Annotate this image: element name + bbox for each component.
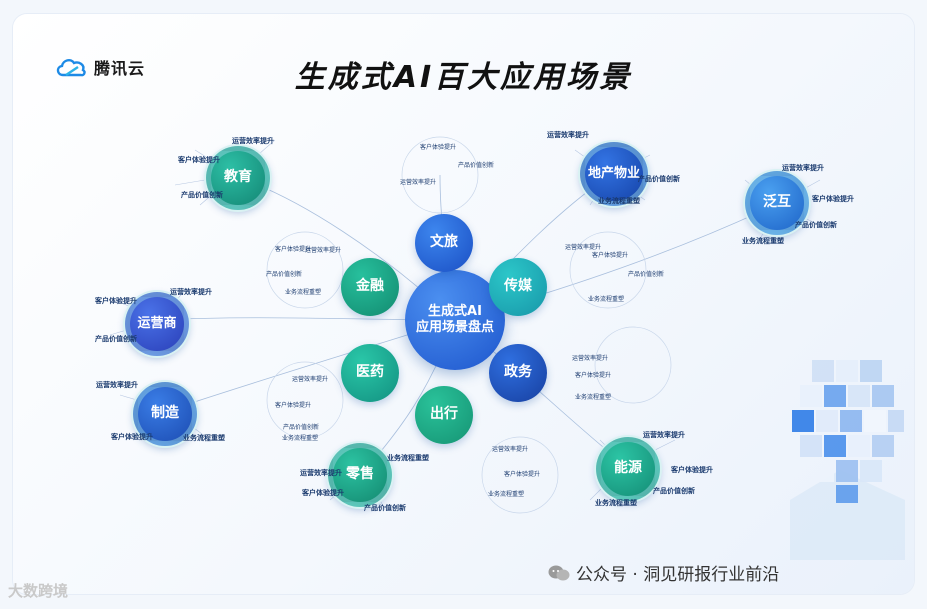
watermark: 大数跨境 bbox=[8, 580, 68, 601]
edu-branch-b: 客户体验提升 bbox=[178, 157, 220, 165]
edu-branch-a: 运营效率提升 bbox=[232, 138, 274, 146]
ret-branch-c: 产品价值创新 bbox=[364, 505, 406, 513]
med-branch-a: 运营效率提升 bbox=[292, 377, 328, 384]
gov-branch-b: 客户体验提升 bbox=[575, 373, 611, 380]
wl-branch-a: 客户体验提升 bbox=[420, 145, 456, 152]
int-branch-d: 业务流程重塑 bbox=[742, 238, 784, 246]
mfg-branch-b: 客户体验提升 bbox=[111, 434, 153, 442]
cube-decoration bbox=[790, 360, 905, 560]
fin-branch-c: 产品价值创新 bbox=[266, 272, 302, 279]
wechat-icon bbox=[548, 564, 570, 582]
med-branch-c: 产品价值创新 bbox=[283, 425, 319, 432]
tel-branch-c: 产品价值创新 bbox=[95, 336, 137, 344]
gov-branch-c: 业务流程重塑 bbox=[575, 395, 611, 402]
wl-branch-c: 产品价值创新 bbox=[458, 163, 494, 170]
eng-branch-c: 产品价值创新 bbox=[653, 488, 695, 496]
center-line2: 应用场景盘点 bbox=[416, 320, 494, 335]
footer-text: 公众号 · 洞见研报行业前沿 bbox=[576, 560, 779, 585]
node-nengyuan[interactable]: 能源 bbox=[596, 437, 660, 501]
mfg-branch-a: 运营效率提升 bbox=[96, 382, 138, 390]
int-branch-b: 客户体验提升 bbox=[812, 196, 854, 204]
node-zhengwu[interactable]: 政务 bbox=[489, 344, 547, 402]
node-yiyao[interactable]: 医药 bbox=[341, 344, 399, 402]
trv-branch-b: 客户体验提升 bbox=[504, 472, 540, 479]
eng-branch-a: 运营效率提升 bbox=[643, 432, 685, 440]
tel-branch-a: 运营效率提升 bbox=[170, 289, 212, 297]
mda-branch-d: 业务流程重塑 bbox=[588, 297, 624, 304]
node-jinrong[interactable]: 金融 bbox=[341, 258, 399, 316]
edu-branch-c: 产品价值创新 bbox=[181, 192, 223, 200]
footer: 公众号 · 洞见研报行业前沿 bbox=[548, 560, 779, 585]
ret-branch-d: 业务流程重塑 bbox=[387, 455, 429, 463]
fin-branch-d: 业务流程重塑 bbox=[285, 290, 321, 297]
re-branch-c: 业务流程重塑 bbox=[598, 198, 640, 206]
ret-branch-b: 客户体验提升 bbox=[302, 490, 344, 498]
trv-branch-c: 业务流程重塑 bbox=[488, 492, 524, 499]
med-branch-d: 业务流程重塑 bbox=[282, 436, 318, 443]
center-line1: 生成式AI bbox=[428, 304, 482, 319]
tel-branch-b: 客户体验提升 bbox=[95, 298, 137, 306]
mda-branch-b: 客户体验提升 bbox=[592, 253, 628, 260]
int-branch-c: 产品价值创新 bbox=[795, 222, 837, 230]
node-chuanmei[interactable]: 传媒 bbox=[489, 258, 547, 316]
trv-branch-a: 运营效率提升 bbox=[492, 447, 528, 454]
re-branch-b: 产品价值创新 bbox=[638, 176, 680, 184]
eng-branch-b: 客户体验提升 bbox=[671, 467, 713, 475]
fin-branch-b: 运营效率提升 bbox=[305, 248, 341, 255]
node-wenlv[interactable]: 文旅 bbox=[415, 214, 473, 272]
mda-branch-a: 运营效率提升 bbox=[565, 245, 601, 252]
med-branch-b: 客户体验提升 bbox=[275, 403, 311, 410]
page-title: 生成式AI百大应用场景 bbox=[0, 52, 927, 96]
node-chuxing[interactable]: 出行 bbox=[415, 386, 473, 444]
ret-branch-a: 运营效率提升 bbox=[300, 470, 342, 478]
int-branch-a: 运营效率提升 bbox=[782, 165, 824, 173]
wl-branch-b: 运营效率提升 bbox=[400, 180, 436, 187]
eng-branch-d: 业务流程重塑 bbox=[595, 500, 637, 508]
mda-branch-c: 产品价值创新 bbox=[628, 272, 664, 279]
mfg-branch-c: 业务流程重塑 bbox=[183, 435, 225, 443]
re-branch-a: 运营效率提升 bbox=[547, 132, 589, 140]
gov-branch-a: 运营效率提升 bbox=[572, 356, 608, 363]
